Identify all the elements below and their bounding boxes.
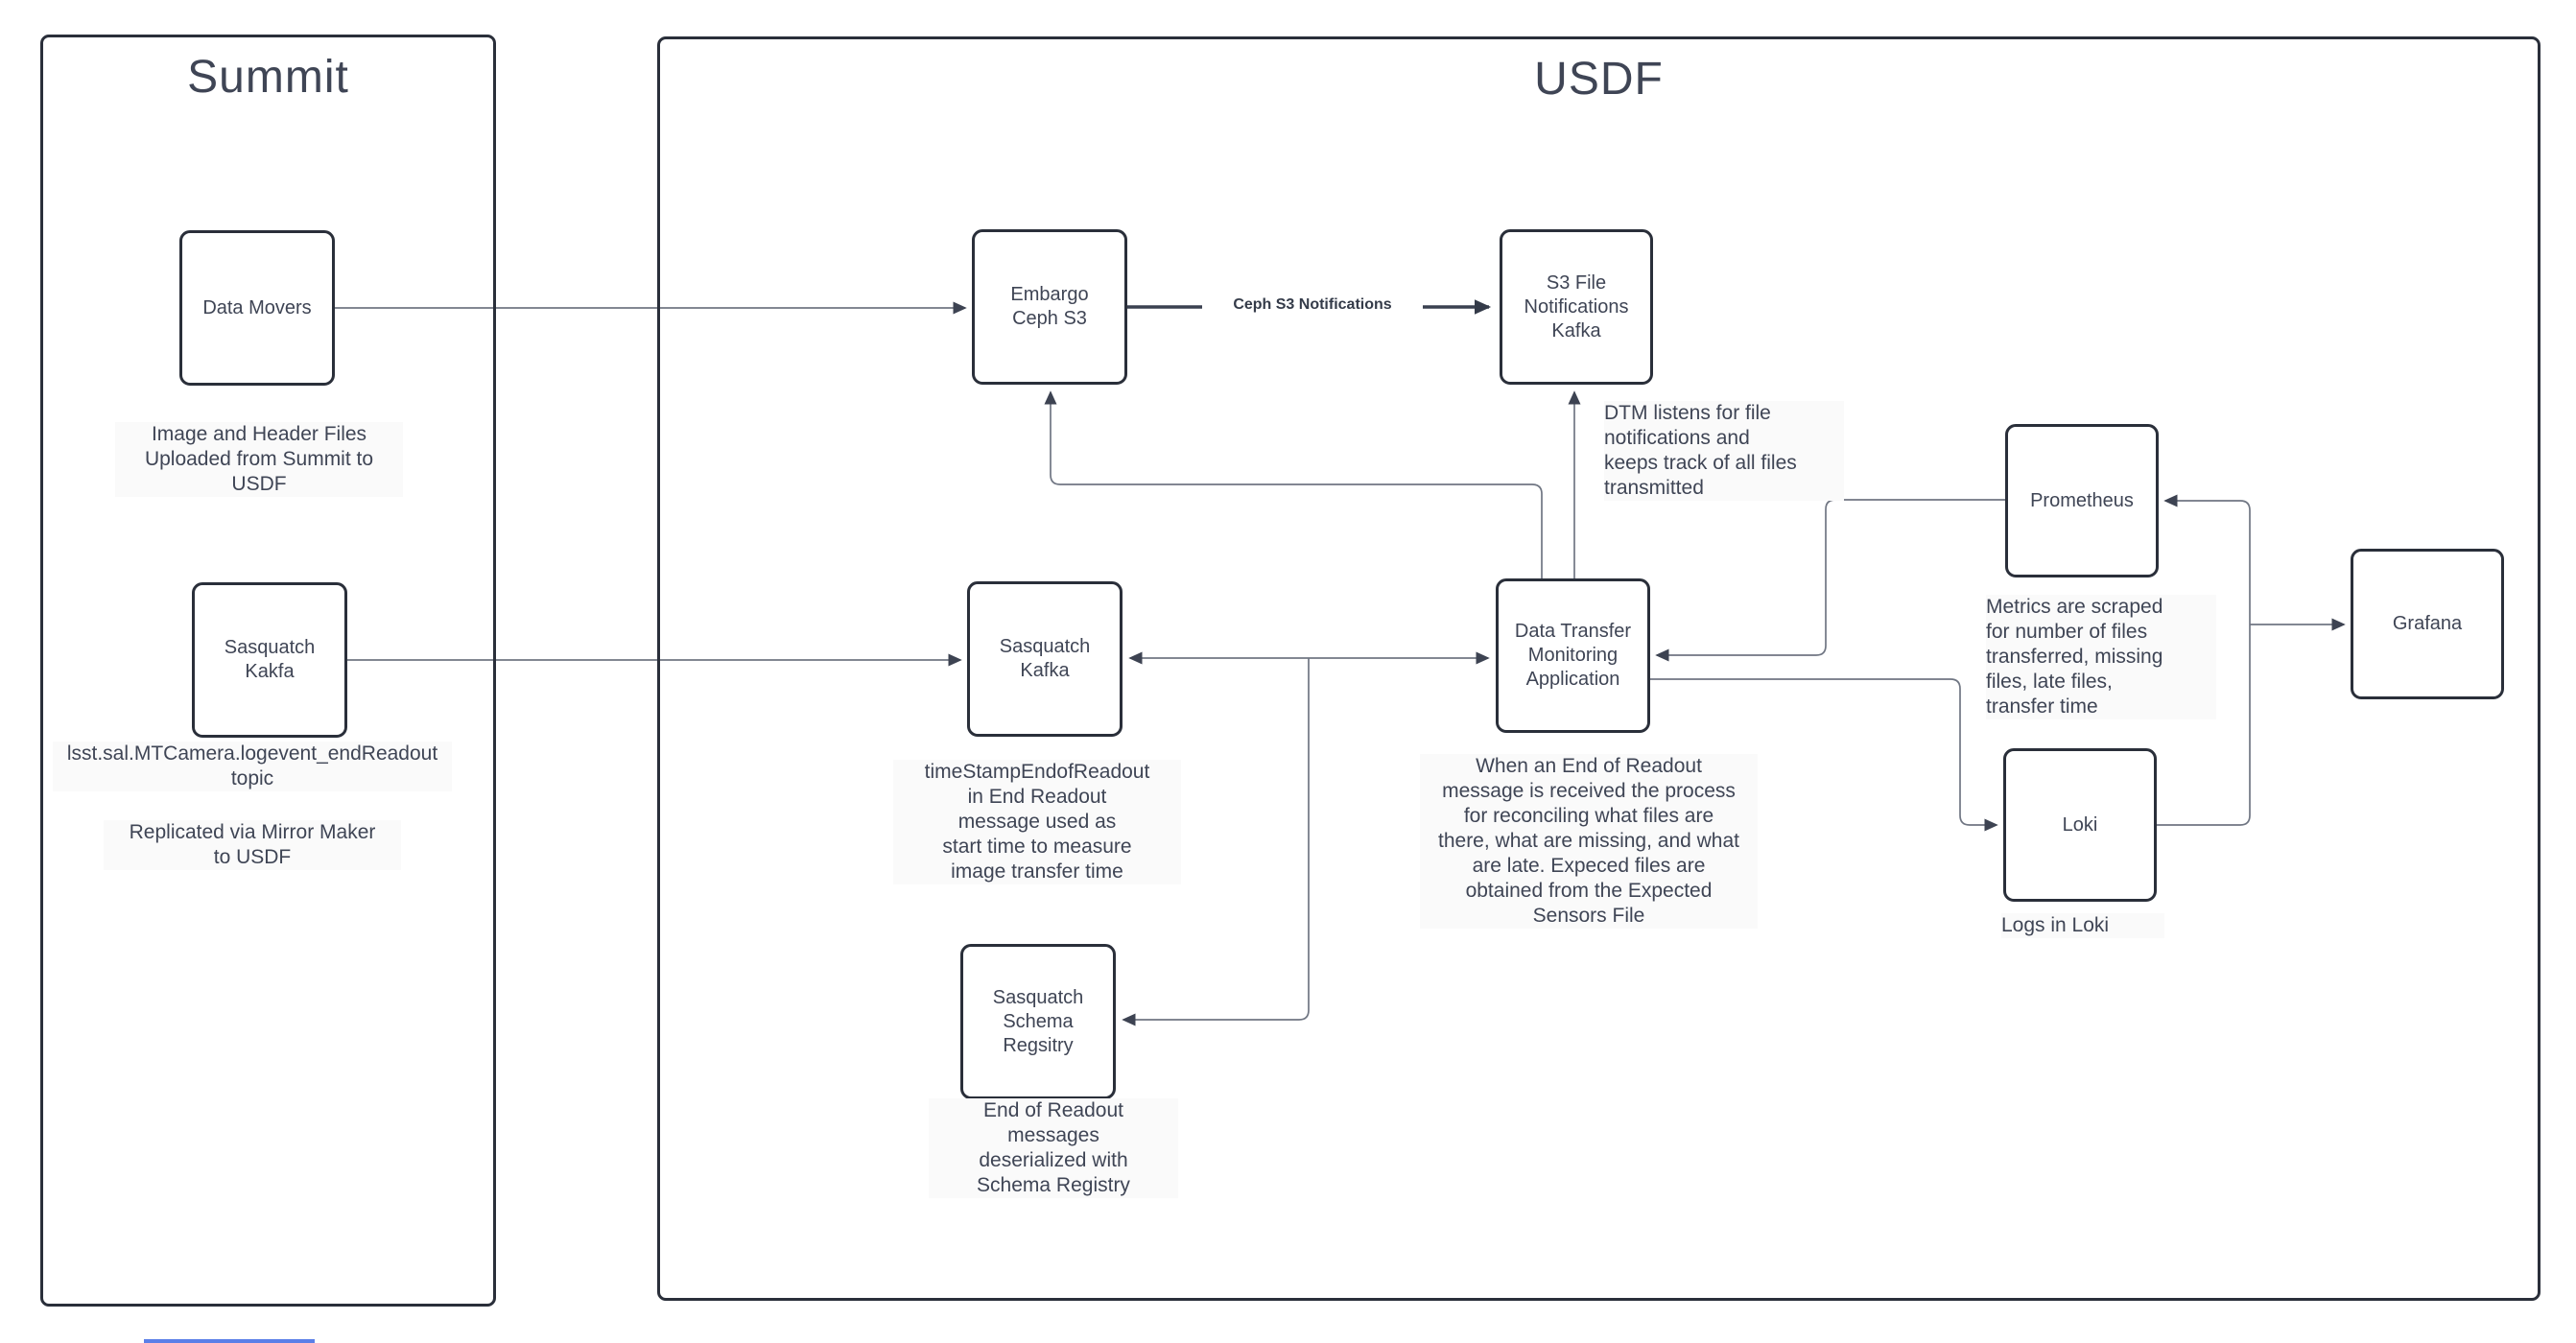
annotation-end-readout-deserialized: End of Readout messages deserialized wit… xyxy=(929,1098,1178,1198)
annotation-replicated-mirror-maker: Replicated via Mirror Maker to USDF xyxy=(104,820,401,870)
bottom-blue-bar xyxy=(144,1339,315,1343)
node-data-movers[interactable]: Data Movers xyxy=(179,230,335,386)
annotation-image-header-upload: Image and Header Files Uploaded from Sum… xyxy=(115,422,403,497)
edge-to-schema-registry xyxy=(1122,658,1310,1026)
node-sasquatch-schema-registry[interactable]: Sasquatch Schema Regsitry xyxy=(960,944,1116,1099)
node-data-transfer-monitoring-application[interactable]: Data Transfer Monitoring Application xyxy=(1496,578,1650,733)
summit-title: Summit xyxy=(187,52,349,103)
annotation-metrics-scraped: Metrics are scraped for number of files … xyxy=(1986,595,2216,719)
annotation-when-end-of-readout: When an End of Readout message is receiv… xyxy=(1420,754,1758,929)
summit-container[interactable]: Summit xyxy=(40,35,496,1307)
edge-dtm-to-loki xyxy=(1650,678,1998,832)
node-embargo-ceph-s3[interactable]: Embargo Ceph S3 xyxy=(972,229,1127,385)
node-prometheus[interactable]: Prometheus xyxy=(2005,424,2159,577)
node-loki[interactable]: Loki xyxy=(2003,748,2157,902)
annotation-timestamp-end-readout: timeStampEndofReadout in End Readout mes… xyxy=(893,760,1181,884)
edge-dtm-to-embargo xyxy=(1044,390,1543,578)
edge-loki-trunk xyxy=(2157,624,2251,826)
annotation-lsst-topic: lsst.sal.MTCamera.logevent_endReadout to… xyxy=(53,742,452,791)
annotation-dtm-listens: DTM listens for file notifications and k… xyxy=(1604,401,1844,501)
node-sasquatch-kafka-usdf[interactable]: Sasquatch Kafka xyxy=(967,581,1123,737)
annotation-logs-in-loki: Logs in Loki xyxy=(2001,913,2164,938)
node-sasquatch-kakfa-summit[interactable]: Sasquatch Kakfa xyxy=(192,582,347,738)
usdf-container[interactable]: USDF xyxy=(657,36,2541,1301)
node-s3-file-notifications-kafka[interactable]: S3 File Notifications Kafka xyxy=(1500,229,1653,385)
node-grafana[interactable]: Grafana xyxy=(2351,549,2504,699)
usdf-title: USDF xyxy=(1534,54,1664,105)
edge-trunk-to-prometheus xyxy=(2163,494,2251,624)
edge-label-ceph-s3-notifications: Ceph S3 Notifications xyxy=(1202,296,1423,314)
